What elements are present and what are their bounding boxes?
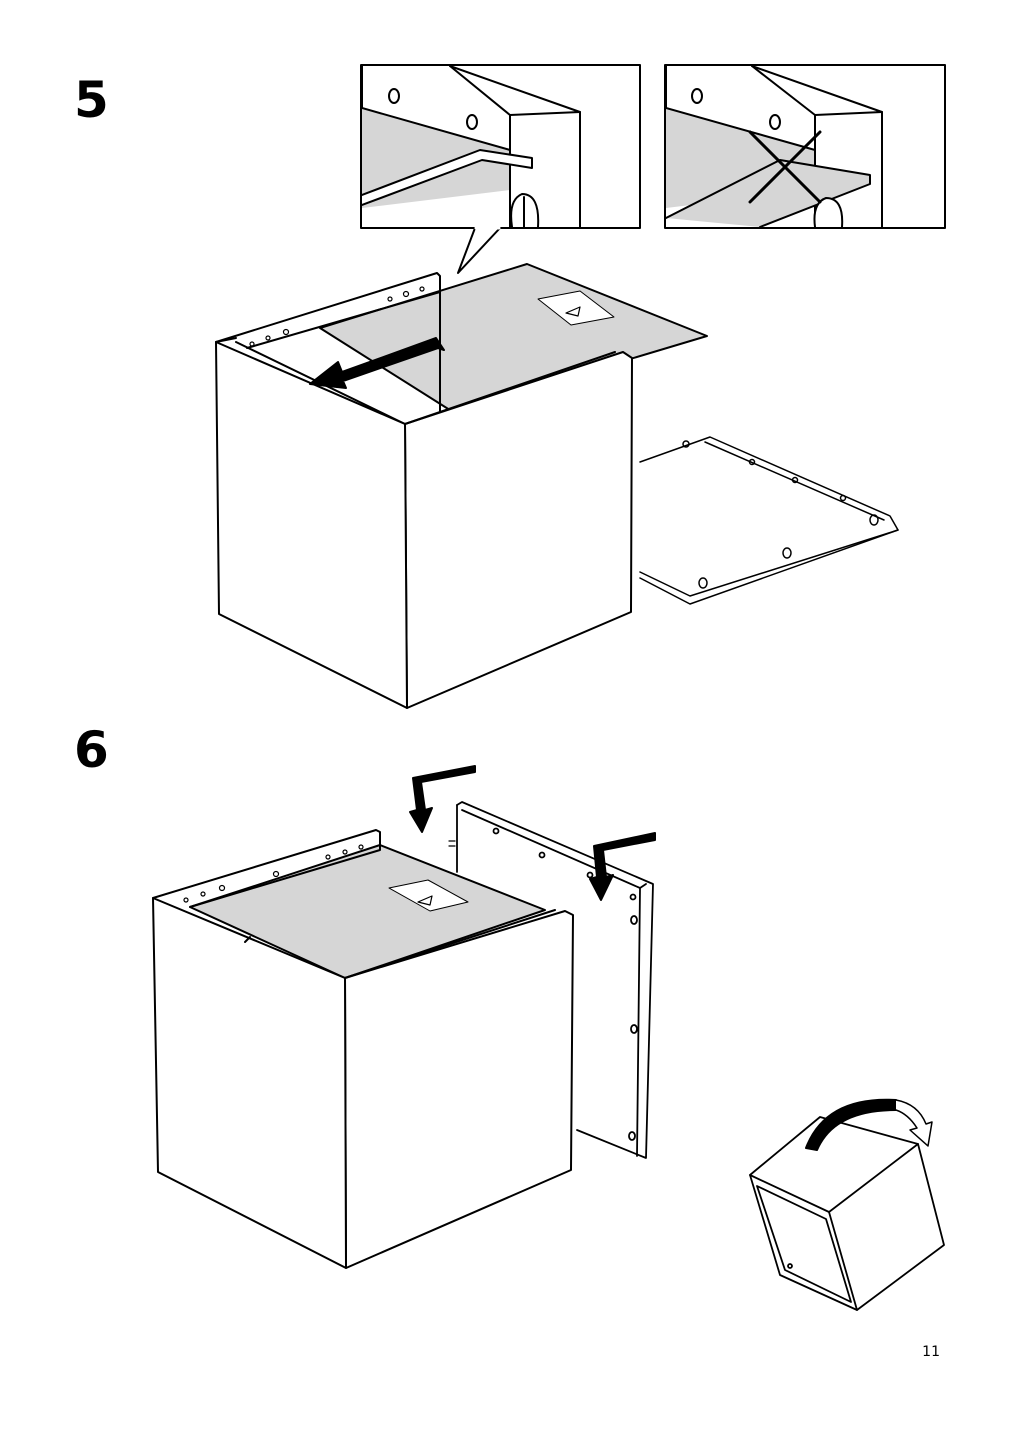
warning-triangle-icon <box>388 879 469 912</box>
cabinet-box-step6 <box>152 829 574 1269</box>
push-arrow-icon <box>309 337 445 389</box>
step-number-5: 5 <box>74 71 109 129</box>
rotate-arrow-icon <box>805 1098 933 1151</box>
detail-callout-wrong <box>664 64 946 229</box>
down-arrow-icon <box>409 765 476 833</box>
cabinet-box-step5 <box>215 263 708 709</box>
detail-callout-correct <box>360 64 641 274</box>
loose-panel-step5 <box>639 436 899 605</box>
side-panel-step6 <box>448 801 654 1159</box>
down-arrow-icon <box>589 832 656 901</box>
step-number-6: 6 <box>74 721 109 779</box>
rotate-box-hint <box>749 1116 945 1311</box>
cross-mark-icon <box>748 130 822 204</box>
page-number: 11 <box>922 1344 940 1360</box>
warning-triangle-icon <box>537 290 615 326</box>
